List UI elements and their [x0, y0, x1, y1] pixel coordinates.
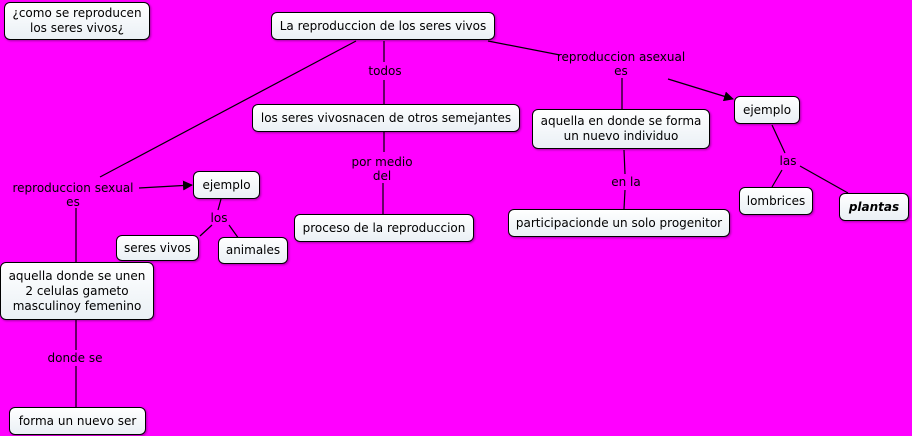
node-proceso[interactable]: proceso de la reproduccion	[294, 214, 474, 242]
node-seres-vivos[interactable]: seres vivos	[116, 235, 199, 261]
link-title-asexual	[487, 40, 561, 56]
label-reproduccion-sexual-es: reproduccion sexual es	[12, 181, 134, 209]
node-lombrices[interactable]: lombrices	[739, 187, 813, 215]
link-asexual-ejemplo	[667, 78, 734, 102]
link-los-animales	[228, 224, 240, 240]
node-ejemplo-sexual[interactable]: ejemplo	[193, 171, 260, 199]
node-animales[interactable]: animales	[218, 237, 288, 264]
link-ejemplo-los	[217, 198, 222, 211]
node-nuevo-ser[interactable]: forma un nuevo ser	[9, 407, 146, 435]
link-title-sexual	[99, 40, 357, 178]
label-los: los	[210, 211, 228, 225]
label-las: las	[779, 154, 797, 168]
link-def-en-la	[623, 149, 626, 175]
link-en-la-progenitor	[623, 189, 626, 210]
link-los-seres-vivos	[199, 224, 213, 237]
node-plantas[interactable]: plantas	[839, 193, 909, 221]
node-semejantes[interactable]: los seres vivosnacen de otros semejantes	[252, 104, 520, 132]
label-donde-se: donde se	[47, 351, 103, 365]
node-sexual-def[interactable]: aquella donde se unen 2 celulas gameto m…	[0, 262, 154, 320]
node-question[interactable]: ¿como se reproducen los seres vivos¿	[4, 2, 150, 40]
label-en-la: en la	[611, 175, 641, 189]
link-sexual-ejemplo	[138, 180, 193, 191]
link-las-plantas	[799, 165, 849, 194]
node-ejemplo-asexual[interactable]: ejemplo	[734, 96, 800, 124]
node-title[interactable]: La reproduccion de los seres vivos	[271, 12, 495, 40]
label-por-medio-del: por medio del	[351, 155, 413, 183]
node-progenitor[interactable]: participacionde un solo progenitor	[508, 209, 730, 237]
link-ejemplo-las	[771, 124, 786, 154]
link-las-lombrices	[771, 169, 783, 188]
label-reproduccion-asexual-es: reproduccion asexual es	[556, 50, 686, 78]
label-todos: todos	[368, 64, 402, 78]
node-asexual-def[interactable]: aquella en donde se forma un nuevo indiv…	[532, 109, 710, 149]
